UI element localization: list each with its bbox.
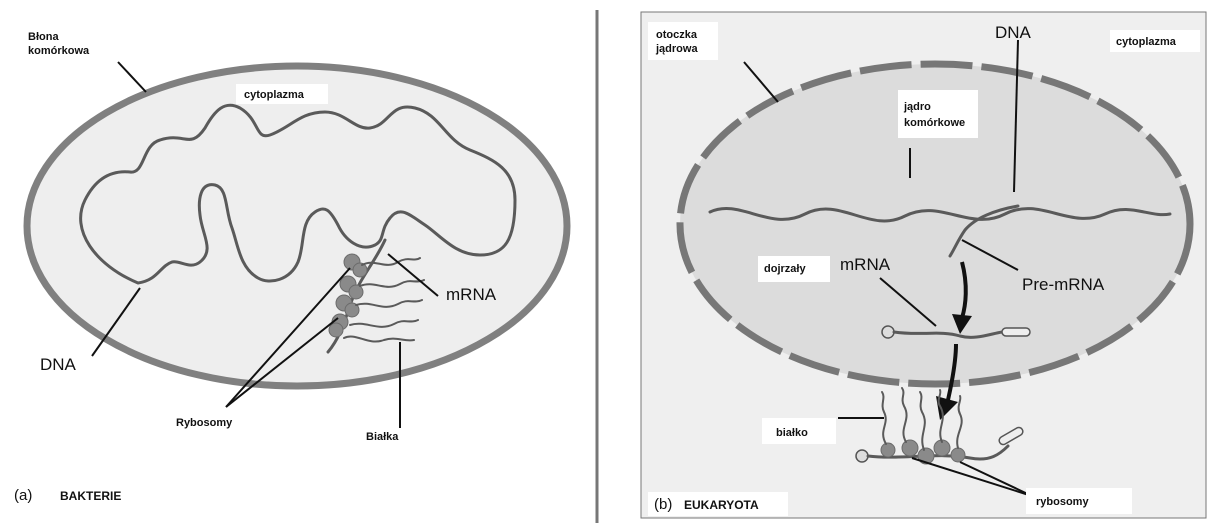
bacteria-panel: Błona komórkowa cytoplazma DNA mRNA Rybo… [14, 31, 567, 504]
membrane-label-line2: komórkowa [28, 45, 90, 57]
membrane-label: Błona komórkowa [28, 31, 90, 57]
cytoplasm-label: cytoplazma [244, 89, 305, 101]
ribosome [951, 448, 965, 462]
protein-label-right: białko [776, 427, 808, 439]
mature-label: dojrzały [764, 263, 806, 275]
ribosome [329, 323, 343, 337]
proteins-label: Białka [366, 431, 399, 443]
eukaryote-cytoplasm-label: cytoplazma [1116, 36, 1177, 48]
eukaryote-mrna-label: mRNA [840, 255, 891, 274]
membrane-label-line1: Błona [28, 31, 59, 43]
ribosome [353, 263, 367, 277]
bacterial-cell-membrane [27, 66, 567, 386]
nucleus-label-line1: jądro [903, 101, 931, 113]
eukaryote-dna-label: DNA [995, 23, 1032, 42]
ribosomes-label: Rybosomy [176, 417, 233, 429]
mrna-polya-tail [1002, 328, 1030, 336]
nuclear-envelope-label-line1: otoczka [656, 29, 698, 41]
panel-letter-a: (a) [14, 487, 32, 504]
panel-letter-b: (b) [654, 496, 672, 513]
cytoplasmic-mrna-cap [856, 450, 868, 462]
nucleus-label-bg [898, 90, 978, 138]
dna-label: DNA [40, 355, 77, 374]
nuclear-envelope-label-line2: jądrowa [655, 43, 698, 55]
mrna-cap [882, 326, 894, 338]
ribosome [349, 285, 363, 299]
eukaryote-panel: otoczka jądrowa DNA cytoplazma jądro kom… [641, 12, 1206, 518]
panel-title-bacteria: BAKTERIE [60, 489, 121, 503]
mrna-label: mRNA [446, 285, 497, 304]
ribosome [881, 443, 895, 457]
ribosome [902, 440, 918, 456]
pre-mrna-label: Pre-mRNA [1022, 275, 1105, 294]
membrane-leader [118, 62, 146, 92]
rybosomy-label: rybosomy [1036, 496, 1089, 508]
panel-title-eukaryotes: EUKARYOTA [684, 498, 759, 512]
nucleus-label-line2: komórkowe [904, 117, 965, 129]
